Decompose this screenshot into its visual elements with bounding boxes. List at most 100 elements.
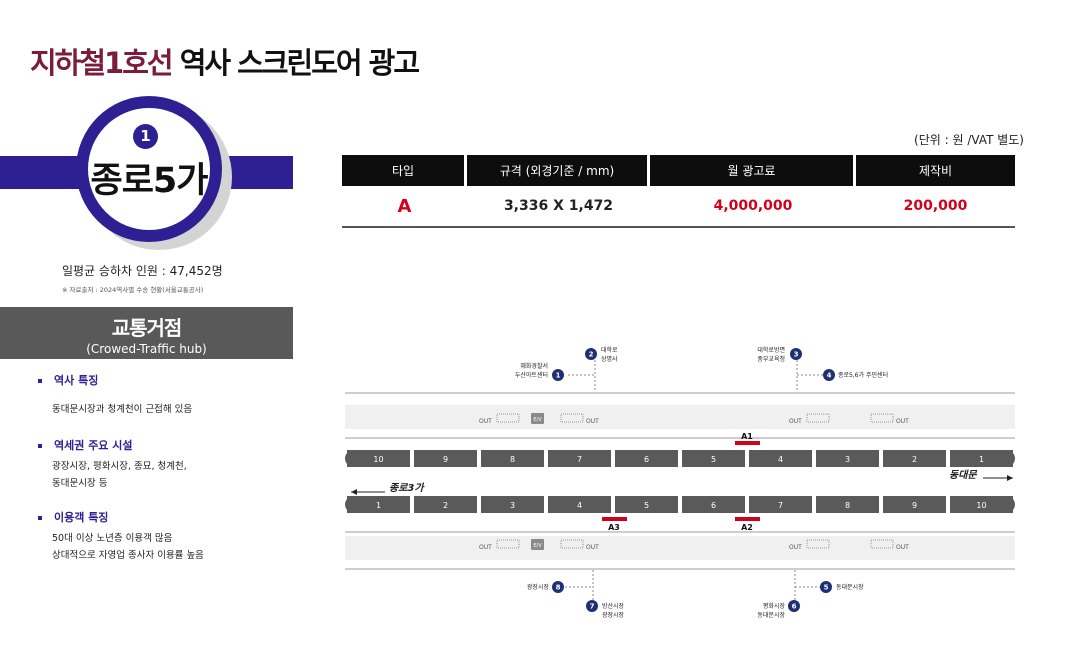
svg-text:2: 2 xyxy=(589,351,594,359)
top-platform-door xyxy=(816,450,879,467)
section-text-facilities: 광장시장, 평화시장, 종묘, 청계천, 동대문시장 등 xyxy=(52,461,187,489)
top-platform-door-number: 3 xyxy=(845,455,850,464)
bottom-platform-door xyxy=(615,496,678,513)
top-platform-door-number: 7 xyxy=(577,455,582,464)
bottom-platform-door-number: 6 xyxy=(711,501,716,510)
bottom-platform-door-gap xyxy=(678,496,682,513)
section-text-station: 동대문시장과 청계천이 근접해 있음 xyxy=(52,404,193,415)
svg-text:OUT: OUT xyxy=(586,544,599,551)
cell-type: A xyxy=(342,186,467,228)
section-heading-station: 역사 특징 xyxy=(38,372,98,388)
svg-text:OUT: OUT xyxy=(896,418,909,425)
svg-text:OUT: OUT xyxy=(586,418,599,425)
svg-text:OUT: OUT xyxy=(789,544,802,551)
svg-text:OUT: OUT xyxy=(896,544,909,551)
bottom-platform-door-gap xyxy=(745,496,749,513)
svg-text:방산시장: 방산시장 xyxy=(602,602,625,610)
hub-subtitle: (Crowed-Traffic hub) xyxy=(86,342,207,356)
bullet-icon xyxy=(38,379,42,383)
elevator-icon xyxy=(531,539,544,550)
svg-text:종로3가: 종로3가 xyxy=(389,482,425,494)
top-platform-door-number: 8 xyxy=(510,455,515,464)
svg-text:동대문시장: 동대문시장 xyxy=(757,611,785,619)
top-platform-door-number: 4 xyxy=(778,455,783,464)
bottom-platform-door-gap xyxy=(477,496,481,513)
svg-text:중부교육청: 중부교육청 xyxy=(757,356,785,363)
svg-text:혜화경찰서: 혜화경찰서 xyxy=(520,362,548,370)
bottom-platform-door xyxy=(481,496,544,513)
bottom-platform-door-number: 7 xyxy=(778,501,783,510)
svg-text:대학로: 대학로 xyxy=(601,346,618,354)
bullet-icon xyxy=(38,444,42,448)
cell-production-cost: 200,000 xyxy=(856,186,1015,228)
svg-text:6: 6 xyxy=(792,603,797,611)
bottom-platform-door-gap xyxy=(946,496,950,513)
bottom-platform-door xyxy=(749,496,812,513)
svg-text:대학로방면: 대학로방면 xyxy=(757,346,785,354)
top-platform-door-gap xyxy=(812,450,816,467)
bottom-platform-door xyxy=(883,496,946,513)
exit-number-icon xyxy=(790,348,802,360)
direction-left: 종로3가 xyxy=(351,482,425,495)
top-platform-door xyxy=(414,450,477,467)
cell-spec: 3,336 X 1,472 xyxy=(467,186,650,228)
bottom-platform-door-number: 2 xyxy=(443,501,448,510)
ad-marker-a2-label: A2 xyxy=(741,523,753,532)
top-platform-door-gap xyxy=(745,450,749,467)
svg-text:8: 8 xyxy=(556,584,561,592)
table-row: A 3,336 X 1,472 4,000,000 200,000 xyxy=(342,186,1015,228)
svg-text:광장시장: 광장시장 xyxy=(602,611,625,619)
concourse-band-top xyxy=(345,405,1015,429)
station-name: 종로5가 xyxy=(90,161,209,201)
bottom-platform-door xyxy=(682,496,745,513)
top-platform-door xyxy=(883,450,946,467)
exit-6-marker: 평화시장 동대문시장 6 xyxy=(757,600,800,619)
top-platform-door-number: 5 xyxy=(711,455,716,464)
pricing-table: 타입 규격 (외경기준 / mm) 월 광고료 제작비 A 3,336 X 1,… xyxy=(342,155,1015,228)
top-platform-door-number: 6 xyxy=(644,455,649,464)
exit-number-icon xyxy=(552,369,564,381)
bottom-platform-door-gap xyxy=(410,496,414,513)
ad-marker-a2 xyxy=(735,517,760,521)
exit-8-marker: 광장시장 8 xyxy=(527,581,564,593)
elevator-icon xyxy=(531,413,544,424)
hub-box: 교통거점 (Crowed-Traffic hub) xyxy=(0,307,293,359)
svg-text:3: 3 xyxy=(794,351,799,359)
top-platform-door-gap xyxy=(946,450,950,467)
line-number-badge: 1 xyxy=(133,124,158,149)
svg-text:4: 4 xyxy=(827,372,832,380)
svg-text:광장시장: 광장시장 xyxy=(527,583,550,591)
out-gate-group-bottom: OUT E/V OUT OUT OUT xyxy=(479,539,909,551)
top-platform-door xyxy=(950,450,1013,467)
exit-number-icon xyxy=(586,600,598,612)
out-gate-group-top: OUT E/V OUT OUT OUT xyxy=(479,413,909,425)
svg-text:평화시장: 평화시장 xyxy=(763,602,786,610)
top-platform-door xyxy=(481,450,544,467)
direction-right: 동대문 xyxy=(949,469,1013,481)
svg-text:E/V: E/V xyxy=(533,417,542,423)
bottom-platform-door-gap xyxy=(812,496,816,513)
svg-text:상명사: 상명사 xyxy=(601,355,618,363)
svg-text:두산아트센터: 두산아트센터 xyxy=(515,371,548,379)
top-platform-door-gap xyxy=(544,450,548,467)
svg-text:E/V: E/V xyxy=(533,543,542,549)
svg-text:OUT: OUT xyxy=(479,418,492,425)
svg-text:OUT: OUT xyxy=(479,544,492,551)
top-platform-door xyxy=(548,450,611,467)
bottom-platform-door xyxy=(347,496,410,513)
bottom-platform-door-gap xyxy=(879,496,883,513)
bottom-platform-door-gap xyxy=(611,496,615,513)
exit-5-marker: 5 동대문시장 xyxy=(820,581,864,593)
ad-marker-a3 xyxy=(602,517,627,521)
bottom-platform-door xyxy=(548,496,611,513)
ad-marker-a3-label: A3 xyxy=(608,523,620,532)
top-platform-door-number: 2 xyxy=(912,455,917,464)
exit-number-icon xyxy=(788,600,800,612)
section-text-users: 50대 이상 노년층 이용객 많음 상대적으로 자영업 종사자 이용률 높음 xyxy=(52,533,204,561)
top-platform-door-gap xyxy=(477,450,481,467)
bottom-platform-door-number: 5 xyxy=(644,501,649,510)
cell-monthly-fee: 4,000,000 xyxy=(650,186,856,228)
unit-note: (단위 : 원 /VAT 별도) xyxy=(914,133,1024,147)
svg-text:7: 7 xyxy=(590,603,595,611)
